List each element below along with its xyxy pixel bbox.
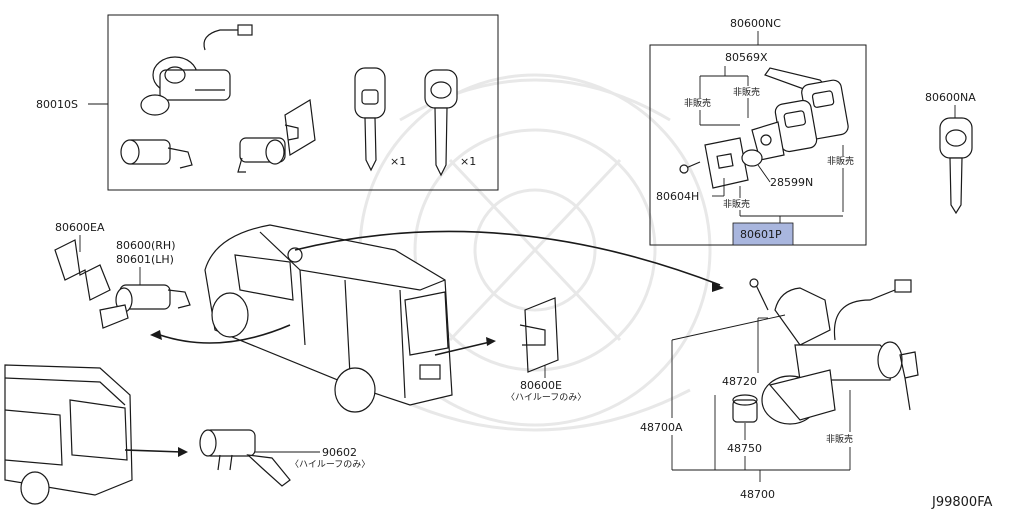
van-icon: [4, 364, 133, 505]
bracket-icon: [54, 239, 111, 301]
label-80601-lh: 80601(LH): [116, 253, 174, 266]
arrow-to-80600e: [434, 341, 491, 356]
screw-icon: [679, 161, 701, 174]
diagram-code: J99800FA: [931, 495, 992, 510]
label-90602-note: 〈ハイルーフのみ〉: [290, 459, 370, 470]
label-90602: 90602: [322, 446, 357, 459]
van-icon: [204, 224, 453, 413]
label-48700a: 48700A: [640, 421, 683, 434]
label-80600-rh: 80600(RH): [116, 239, 176, 252]
label-48700: 48700: [740, 488, 775, 501]
label-80600e: 80600E: [520, 379, 562, 392]
door-lock-cylinder-icon: [99, 284, 191, 329]
door-lock-group: 80600EA 80600(RH) 80601(LH): [54, 221, 191, 329]
ignition-switch-icon: [140, 24, 253, 116]
highlight-80601p[interactable]: [732, 222, 794, 246]
label-nohanbai-5: 非販売: [826, 433, 853, 445]
key-icon: [939, 117, 973, 215]
circuit-board-icon: [751, 121, 785, 161]
bracket-icon: [519, 297, 559, 373]
key-80600na-group: 80600NA: [925, 91, 976, 215]
bracket-80600e-group: 80600E 〈ハイルーフのみ〉: [506, 297, 586, 403]
label-80604h: 80604H: [656, 190, 699, 203]
arrowhead: [486, 337, 496, 346]
ignition-assembly-group: 48720 48700A 48750 非販売 48700: [640, 278, 919, 501]
label-80600ea: 80600EA: [55, 221, 105, 234]
arrowhead: [712, 282, 724, 292]
key-icon: [354, 67, 386, 172]
label-48720: 48720: [722, 375, 757, 388]
label-qty-1: ×1: [390, 155, 406, 168]
key-kit-80600nc-group: 80600NC 80569X 非販売 非販売: [649, 17, 867, 246]
key-icon: [424, 69, 458, 177]
label-nohanbai-2: 非販売: [733, 86, 760, 98]
back-door-lock-group: 90602 〈ハイルーフのみ〉: [199, 429, 370, 487]
label-48750: 48750: [727, 442, 762, 455]
battery-icon: [741, 149, 763, 167]
arrow-to-ignition: [294, 230, 721, 286]
kit-80010s-group: 80010S: [36, 14, 499, 191]
label-nohanbai-1: 非販売: [684, 97, 711, 109]
label-qty-2: ×1: [460, 155, 476, 168]
label-80600e-note: 〈ハイルーフのみ〉: [506, 392, 586, 403]
door-lock-cylinder-icon: [120, 139, 193, 169]
label-80010s: 80010S: [36, 98, 78, 111]
arrow-to-door-lock: [159, 324, 291, 344]
arrowhead: [150, 330, 162, 340]
arrowhead: [178, 447, 188, 457]
arrow-to-90602: [124, 449, 183, 453]
label-80600nc: 80600NC: [730, 17, 781, 30]
label-80601p: 80601P: [740, 228, 782, 241]
screw-icon: [749, 278, 769, 311]
label-nohanbai-4: 非販売: [723, 198, 750, 210]
label-80600na: 80600NA: [925, 91, 976, 104]
kit-box: [107, 14, 499, 191]
key-head-icon: [704, 137, 749, 189]
watermark-emblem: [358, 73, 712, 432]
door-lock-cylinder-icon: [199, 429, 291, 487]
door-lock-cylinder-icon: [237, 137, 286, 173]
key-blade-icon: [764, 67, 849, 153]
label-80569x: 80569X: [725, 51, 768, 64]
label-nohanbai-3: 非販売: [827, 155, 854, 167]
key-cylinder-icon: [732, 394, 758, 423]
label-28599n: 28599N: [770, 176, 813, 189]
ignition-switch-icon: [761, 279, 919, 425]
bracket-icon: [284, 99, 316, 156]
